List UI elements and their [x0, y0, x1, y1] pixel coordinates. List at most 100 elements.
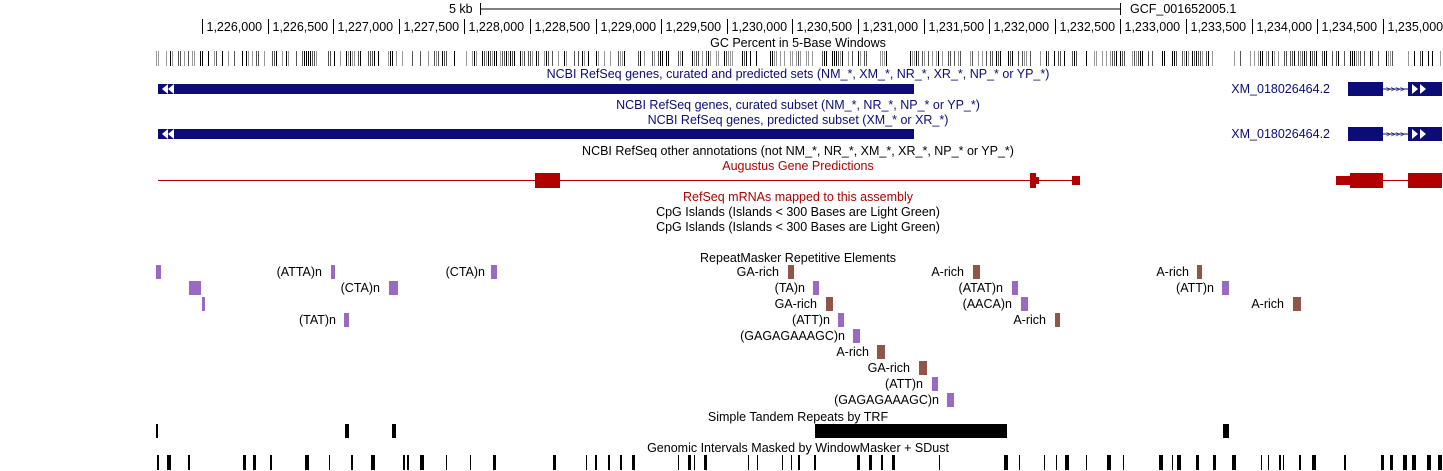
gc-bar: [1074, 51, 1075, 66]
gc-bar: [800, 51, 801, 66]
windowmasker-bar: [1381, 455, 1384, 470]
repeat-label: (CTA)n: [445, 265, 485, 279]
refseq-all-title[interactable]: NCBI RefSeq genes, curated and predicted…: [546, 67, 1050, 81]
repeat-label: (ATT)n: [885, 377, 923, 391]
gc-bar: [1018, 51, 1019, 66]
gc-bar: [912, 51, 913, 66]
gc-bar: [780, 51, 781, 66]
windowmasker-bar: [1312, 455, 1316, 470]
gc-bar: [434, 51, 435, 66]
gc-bar: [392, 51, 393, 66]
gc-bar: [824, 51, 825, 66]
gc-bar: [1138, 51, 1139, 66]
gc-bar: [276, 51, 277, 66]
repeat-label: (ATTA)n: [276, 265, 322, 279]
gc-bar: [274, 51, 275, 66]
gc-bar: [1390, 51, 1391, 66]
gc-bar: [710, 51, 711, 66]
gc-bar: [716, 51, 717, 66]
gc-bar: [922, 51, 923, 66]
repeat-label: (TA)n: [774, 281, 805, 295]
ruler-position-label: 1,231,500: [928, 20, 985, 34]
cpg-islands-title-2[interactable]: CpG Islands (Islands < 300 Bases are Lig…: [656, 220, 940, 234]
gc-bar: [242, 51, 243, 66]
gc-bar: [1360, 51, 1361, 66]
repeatmasker-title[interactable]: RepeatMasker Repetitive Elements: [700, 251, 896, 265]
gc-bar: [1354, 51, 1355, 66]
gc-bar: [474, 51, 475, 66]
gc-bar: [494, 51, 495, 66]
gc-percent-title[interactable]: GC Percent in 5-Base Windows: [710, 36, 886, 50]
refseq-predicted-gene[interactable]: >>>>: [158, 127, 1442, 141]
windowmasker-title[interactable]: Genomic Intervals Masked by WindowMasker…: [647, 441, 949, 455]
gc-bar: [998, 51, 999, 66]
gc-bar: [308, 51, 309, 66]
gc-bar: [374, 51, 375, 66]
windowmasker-bar: [243, 455, 246, 470]
gc-bar: [624, 51, 625, 66]
gc-bar: [524, 51, 525, 66]
gc-bar: [860, 51, 861, 66]
gc-bar: [644, 51, 645, 66]
repeatmasker-track[interactable]: [156, 265, 1301, 407]
augustus-title[interactable]: Augustus Gene Predictions: [722, 159, 874, 173]
gc-bar: [178, 51, 179, 66]
gc-bar: [156, 51, 157, 66]
gc-bar: [750, 51, 751, 66]
gc-bar: [1292, 51, 1293, 66]
repeat-label: A-rich: [1156, 265, 1189, 279]
gc-bar: [216, 51, 217, 66]
gc-bar: [200, 51, 201, 66]
gc-bar: [1338, 51, 1339, 66]
refseq-predicted-title[interactable]: NCBI RefSeq genes, predicted subset (XM_…: [647, 113, 949, 127]
ruler-position-label: 1,228,000: [468, 20, 525, 34]
repeat-label: (CTA)n: [340, 281, 380, 295]
trf-title[interactable]: Simple Tandem Repeats by TRF: [707, 410, 889, 424]
gc-bar: [918, 51, 919, 66]
gc-bar: [172, 51, 173, 66]
gc-bar: [304, 51, 305, 66]
refseq-all-gene-label[interactable]: XM_018026464.2: [1231, 82, 1330, 96]
gc-bar: [282, 51, 283, 66]
refseq-predicted-gene-label[interactable]: XM_018026464.2: [1231, 127, 1330, 141]
windowmasker-bar: [1213, 455, 1216, 470]
windowmasker-bar: [881, 455, 883, 470]
refseq-mrna-title[interactable]: RefSeq mRNAs mapped to this assembly: [683, 190, 913, 204]
ruler-position-label: 1,232,500: [1059, 20, 1116, 34]
trf-track[interactable]: [156, 424, 1229, 438]
gc-bar: [330, 51, 331, 66]
augustus-gene-track[interactable]: [158, 173, 1442, 188]
gc-bar: [442, 51, 443, 66]
gc-bar: [654, 51, 655, 66]
gc-bar: [194, 51, 195, 66]
repeat-label: A-rich: [1013, 313, 1046, 327]
gc-bar: [246, 51, 247, 66]
windowmasker-bar: [1232, 455, 1236, 470]
gc-bar: [454, 51, 455, 66]
gc-bar: [978, 51, 979, 66]
gc-bar: [1030, 51, 1031, 66]
windowmasker-bar: [553, 455, 556, 470]
gc-percent-track: [156, 51, 1441, 66]
gc-bar: [1054, 51, 1055, 66]
refseq-other-title[interactable]: NCBI RefSeq other annotations (not NM_*,…: [582, 144, 1014, 158]
gc-bar: [1428, 51, 1429, 66]
windowmasker-bar: [167, 455, 171, 470]
ruler-position-label: 1,228,500: [534, 20, 591, 34]
gc-bar: [234, 51, 235, 66]
gc-bar: [158, 51, 159, 66]
windowmasker-bar: [371, 455, 375, 470]
gc-bar: [936, 51, 937, 66]
refseq-all-gene[interactable]: >>>>: [158, 82, 1442, 96]
gc-bar: [412, 51, 413, 66]
ruler-position-label: 1,233,000: [1124, 20, 1181, 34]
gc-bar: [932, 51, 933, 66]
cpg-islands-title-1[interactable]: CpG Islands (Islands < 300 Bases are Lig…: [656, 205, 940, 219]
refseq-curated-title[interactable]: NCBI RefSeq genes, curated subset (NM_*,…: [616, 98, 980, 112]
gc-bar: [1432, 51, 1433, 66]
ruler-ticks: [202, 19, 1384, 34]
windowmasker-bar: [1261, 455, 1262, 470]
gc-bar: [446, 51, 447, 66]
gc-bar: [958, 51, 959, 66]
gc-bar: [1358, 51, 1359, 66]
